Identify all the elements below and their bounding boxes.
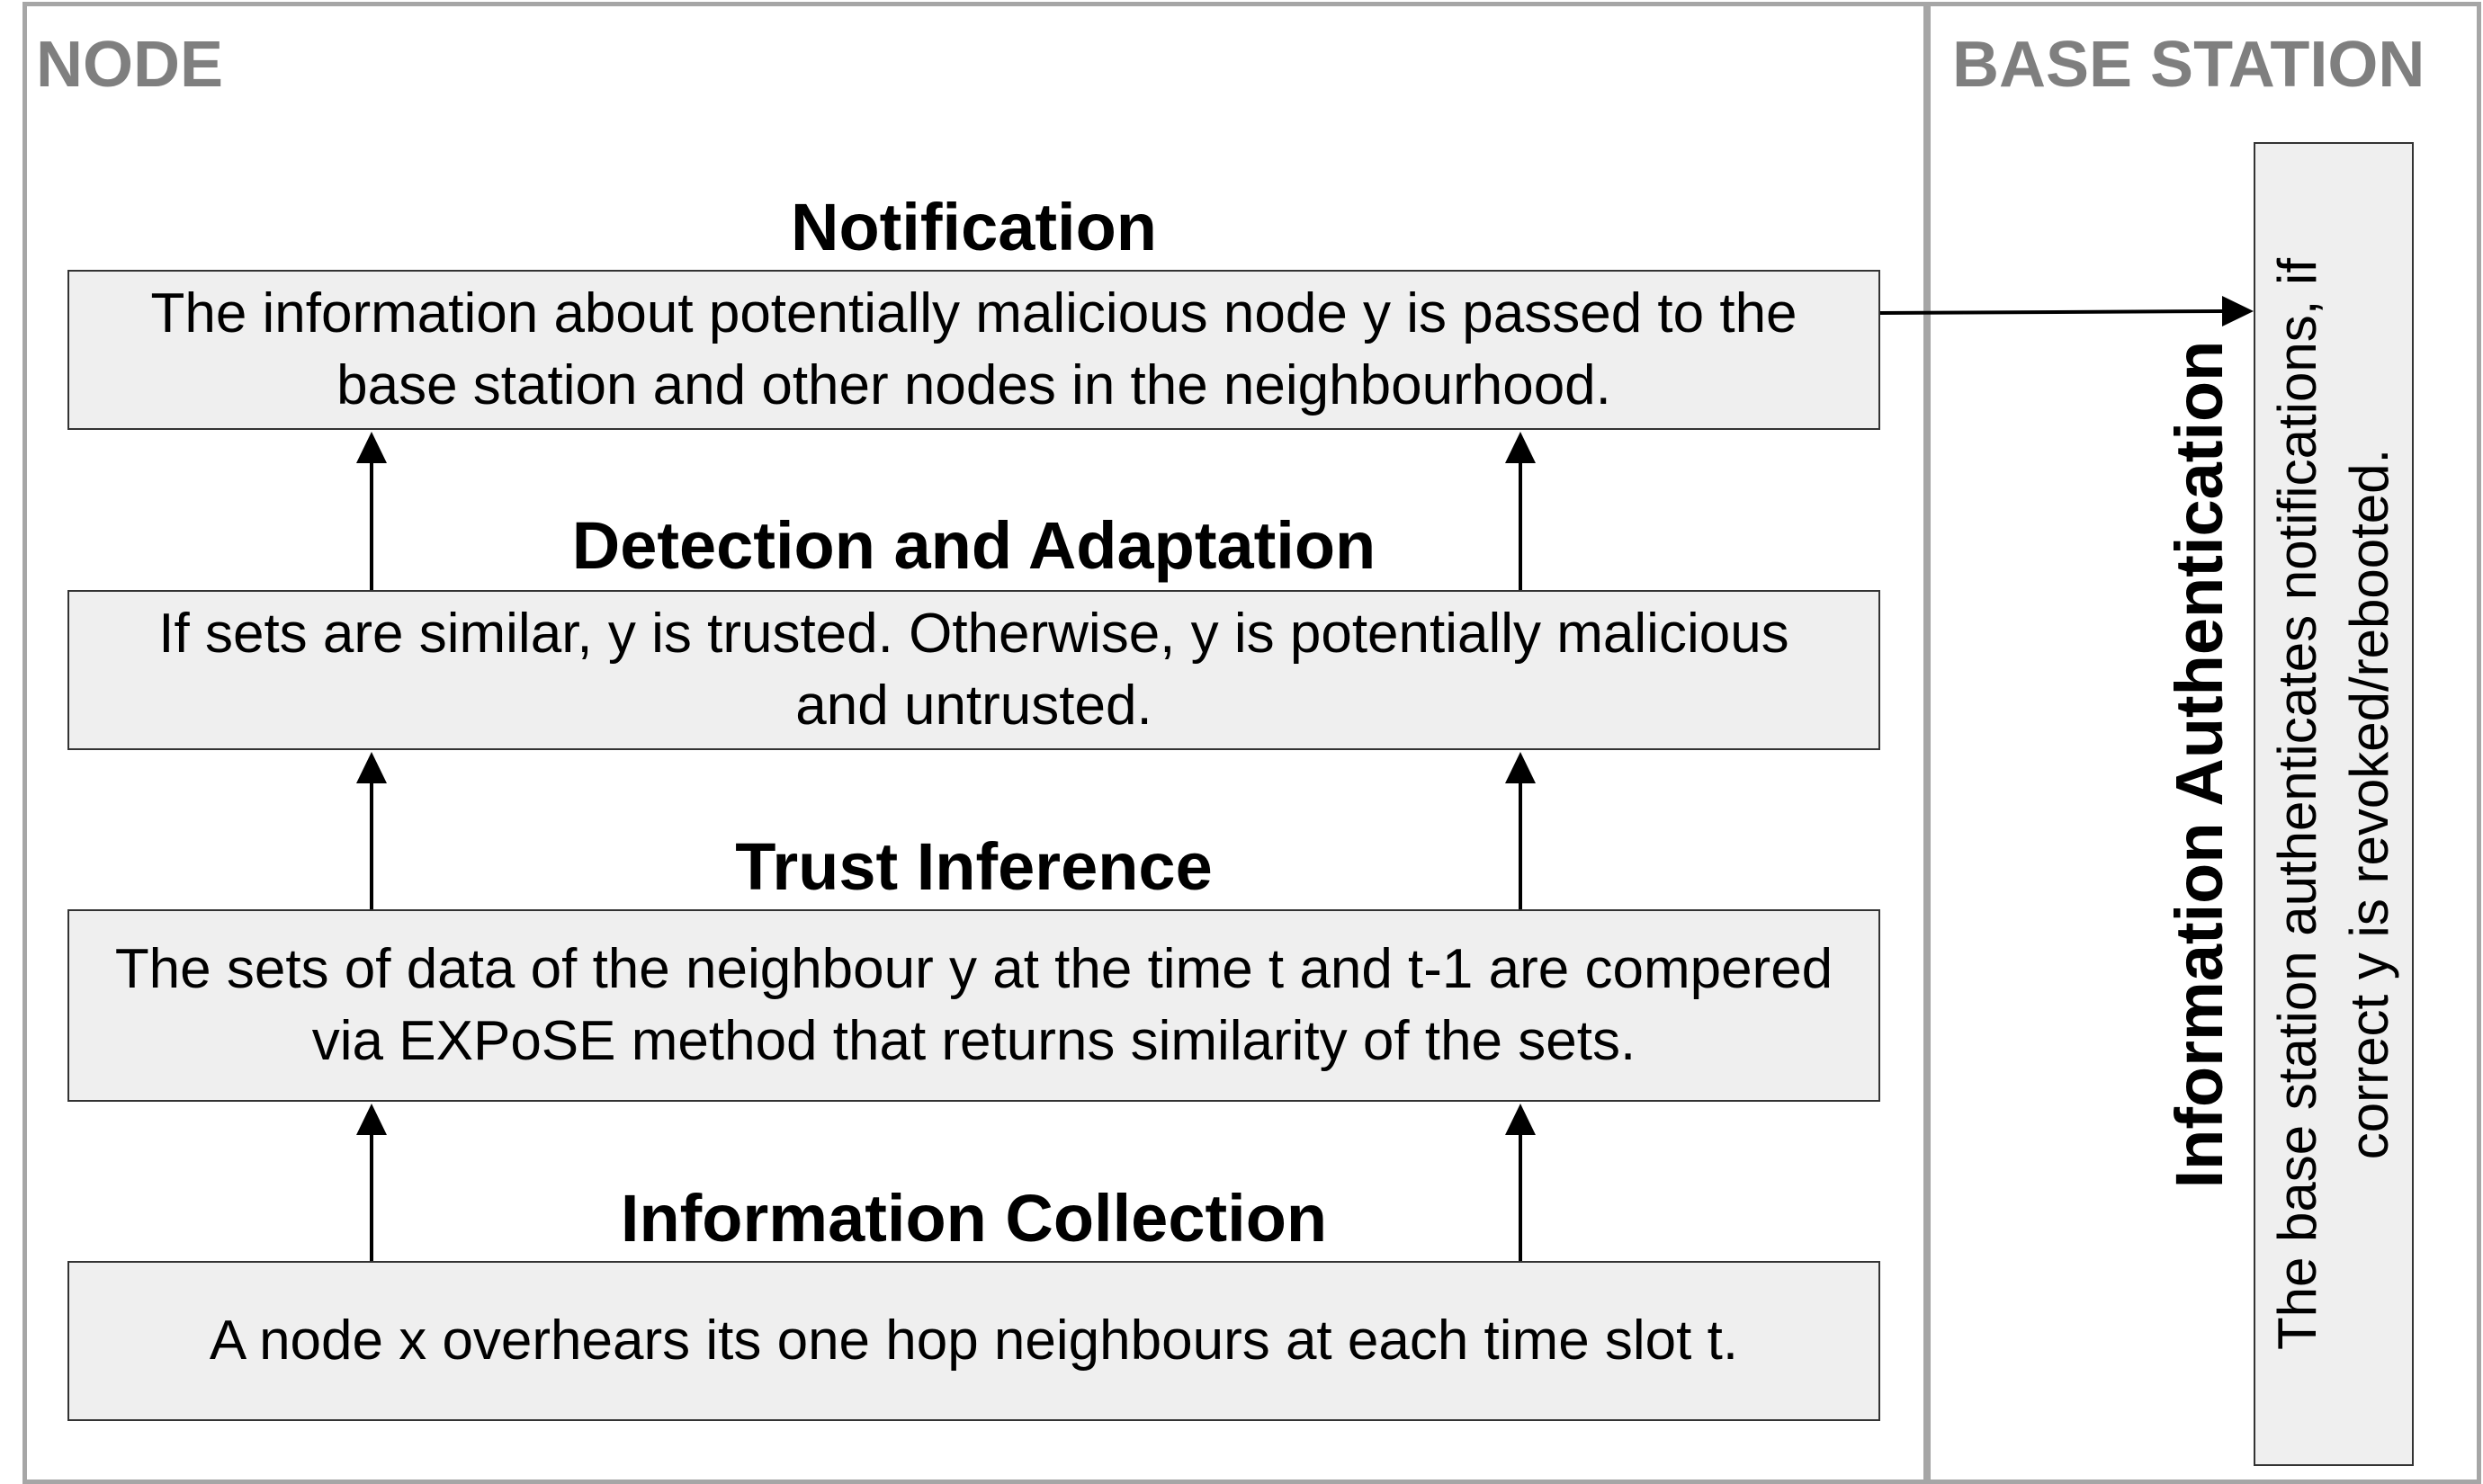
- trust-title: Trust Inference: [735, 829, 1213, 904]
- notification-text: The information about potentially malici…: [150, 282, 1797, 416]
- collection-box: A node x overhears its one hop neighbour…: [67, 1261, 1880, 1421]
- detection-title: Detection and Adaptation: [571, 508, 1376, 583]
- arrow-trust-to-detection-right: [1505, 752, 1536, 909]
- node-region-label: NODE: [36, 29, 224, 101]
- arrow-detection-to-notification-right: [1505, 432, 1536, 590]
- node-region: [22, 2, 1931, 1484]
- detection-text: If sets are similar, y is trusted. Other…: [158, 603, 1789, 737]
- base-station-region: [1923, 2, 2481, 1484]
- arrow-trust-to-detection-left: [356, 752, 387, 909]
- arrow-detection-to-notification-left: [356, 432, 387, 590]
- base-station-region-label: BASE STATION: [1952, 29, 2425, 101]
- arrow-notification-to-base-station: [1879, 296, 2254, 326]
- trust-box: The sets of data of the neighbour y at t…: [67, 909, 1880, 1102]
- notification-box: The information about potentially malici…: [67, 270, 1880, 430]
- authentication-box: The base station authenticates notificat…: [2254, 142, 2414, 1466]
- collection-text: A node x overhears its one hop neighbour…: [209, 1310, 1739, 1372]
- collection-title: Information Collection: [620, 1181, 1328, 1256]
- arrow-collection-to-trust-right: [1505, 1104, 1536, 1261]
- arrow-collection-to-trust-left: [356, 1104, 387, 1261]
- notification-title: Notification: [791, 190, 1157, 264]
- detection-box: If sets are similar, y is trusted. Other…: [67, 590, 1880, 750]
- trust-text: The sets of data of the neighbour y at t…: [114, 938, 1833, 1072]
